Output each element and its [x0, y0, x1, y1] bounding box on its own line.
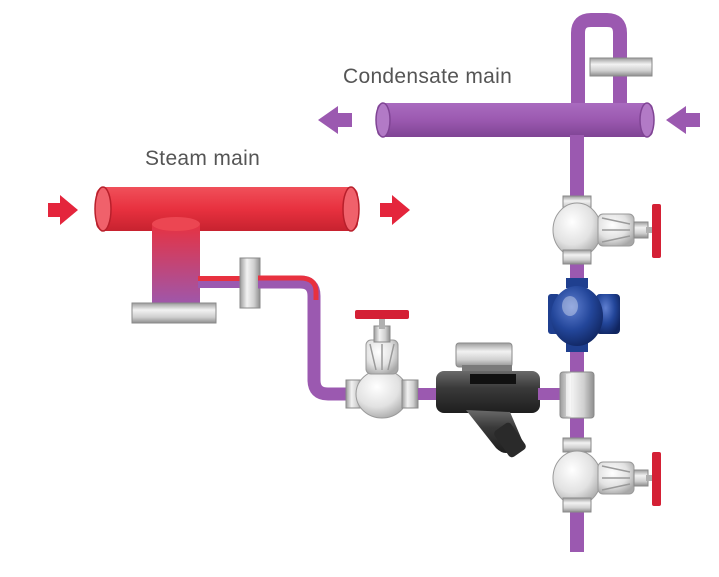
outlet-valve-upper — [552, 195, 661, 265]
flow-arrow-icon — [48, 195, 78, 225]
flow-arrow-icon — [380, 195, 410, 225]
condensate-main — [375, 13, 655, 138]
valve-handwheel — [652, 204, 661, 258]
riser-tee — [559, 371, 595, 419]
flow-arrow-icon — [666, 106, 700, 134]
valve-handwheel — [652, 452, 661, 506]
inlet-valve — [345, 310, 419, 419]
outlet-valve-lower — [552, 437, 661, 513]
flow-arrow-icon — [318, 106, 352, 134]
drip-pocket-flange — [131, 302, 217, 324]
valve-handwheel — [355, 310, 409, 319]
steam-main — [94, 186, 360, 232]
steam-main-label: Steam main — [145, 147, 261, 170]
steam-trap — [548, 278, 620, 352]
loop-flange — [589, 57, 653, 77]
condensate-main-pipe — [377, 103, 653, 137]
branch-flange — [239, 257, 261, 309]
drip-pocket — [131, 217, 217, 324]
strainer — [436, 342, 540, 458]
steam-main-pipe — [96, 187, 358, 231]
condensate-main-label: Condensate main — [343, 65, 513, 88]
